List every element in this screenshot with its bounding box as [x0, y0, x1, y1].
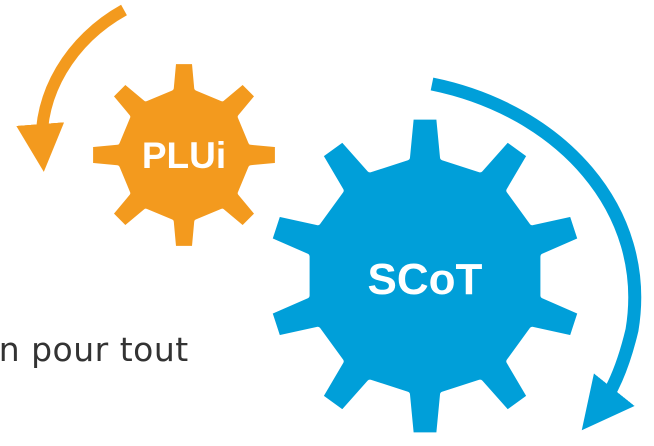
plui-gear: PLUi	[88, 59, 280, 251]
plui-gear-shape	[88, 59, 280, 251]
plui-rotation-arrow	[16, 4, 127, 172]
caption-text: on pour tout	[0, 330, 189, 369]
scot-gear: SCoT	[266, 113, 584, 439]
scot-gear-label: SCoT	[368, 255, 483, 304]
scot-gear-shape	[266, 113, 584, 439]
plui-gear-label: PLUi	[142, 135, 226, 176]
scot-rotation-arrow	[430, 77, 642, 431]
